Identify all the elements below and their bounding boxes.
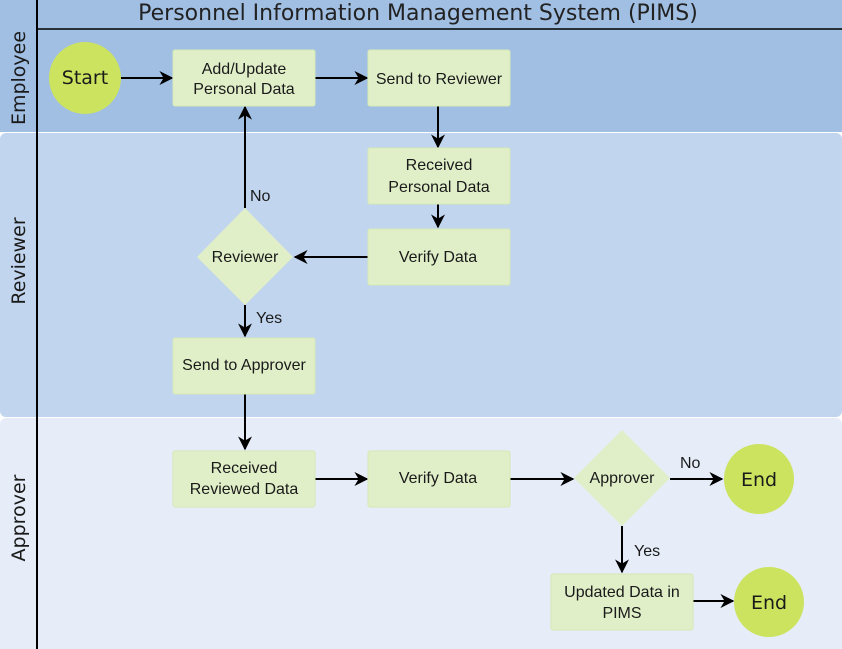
- edge-label-reviewer-no: No: [250, 188, 271, 205]
- edge-label-approver-yes: Yes: [634, 543, 660, 560]
- lane-label-employee: Employee: [8, 31, 30, 125]
- edges: [121, 71, 735, 608]
- verify-data-approver-node: Verify Data: [367, 450, 511, 508]
- svg-text:Approver: Approver: [590, 470, 656, 487]
- verify-data-reviewer-node: Verify Data: [367, 228, 511, 286]
- svg-text:Received: Received: [406, 157, 473, 174]
- end-node-yes: End: [734, 567, 804, 637]
- lane-label-reviewer: Reviewer: [8, 217, 30, 304]
- svg-text:Reviewer: Reviewer: [212, 249, 279, 266]
- svg-text:End: End: [751, 592, 787, 614]
- svg-text:Reviewed Data: Reviewed Data: [190, 481, 299, 498]
- lane-label-approver: Approver: [8, 474, 30, 561]
- received-reviewed-data-node: Received Reviewed Data: [172, 450, 316, 508]
- diagram-title: Personnel Information Management System …: [138, 1, 698, 26]
- updated-data-in-pims-node: Updated Data in PIMS: [550, 573, 694, 631]
- svg-text:Start: Start: [62, 67, 108, 89]
- title-bar: [38, 0, 842, 29]
- send-to-approver-node: Send to Approver: [172, 337, 316, 395]
- svg-text:Verify Data: Verify Data: [399, 470, 477, 487]
- received-personal-data-node: Received Personal Data: [367, 147, 511, 205]
- lane-employee-header: [0, 0, 38, 132]
- svg-text:Send to Reviewer: Send to Reviewer: [376, 71, 503, 88]
- end-node-no: End: [724, 444, 794, 514]
- reviewer-decision-node: Reviewer: [197, 208, 293, 305]
- svg-text:Personal Data: Personal Data: [193, 81, 294, 98]
- add-update-personal-data-node: Add/Update Personal Data: [172, 49, 316, 107]
- svg-text:Send to Approver: Send to Approver: [182, 357, 306, 374]
- svg-text:Updated Data in: Updated Data in: [564, 584, 680, 601]
- svg-text:Personal Data: Personal Data: [388, 179, 489, 196]
- send-to-reviewer-node: Send to Reviewer: [367, 49, 511, 107]
- svg-text:Verify Data: Verify Data: [399, 249, 477, 266]
- svg-text:Received: Received: [211, 460, 278, 477]
- edge-label-reviewer-yes: Yes: [256, 310, 282, 327]
- svg-text:Add/Update: Add/Update: [202, 61, 287, 78]
- approver-decision-node: Approver: [574, 430, 670, 526]
- svg-text:End: End: [741, 469, 777, 491]
- start-node: Start: [49, 42, 121, 114]
- edge-label-approver-no: No: [680, 455, 701, 472]
- svg-text:PIMS: PIMS: [602, 605, 641, 622]
